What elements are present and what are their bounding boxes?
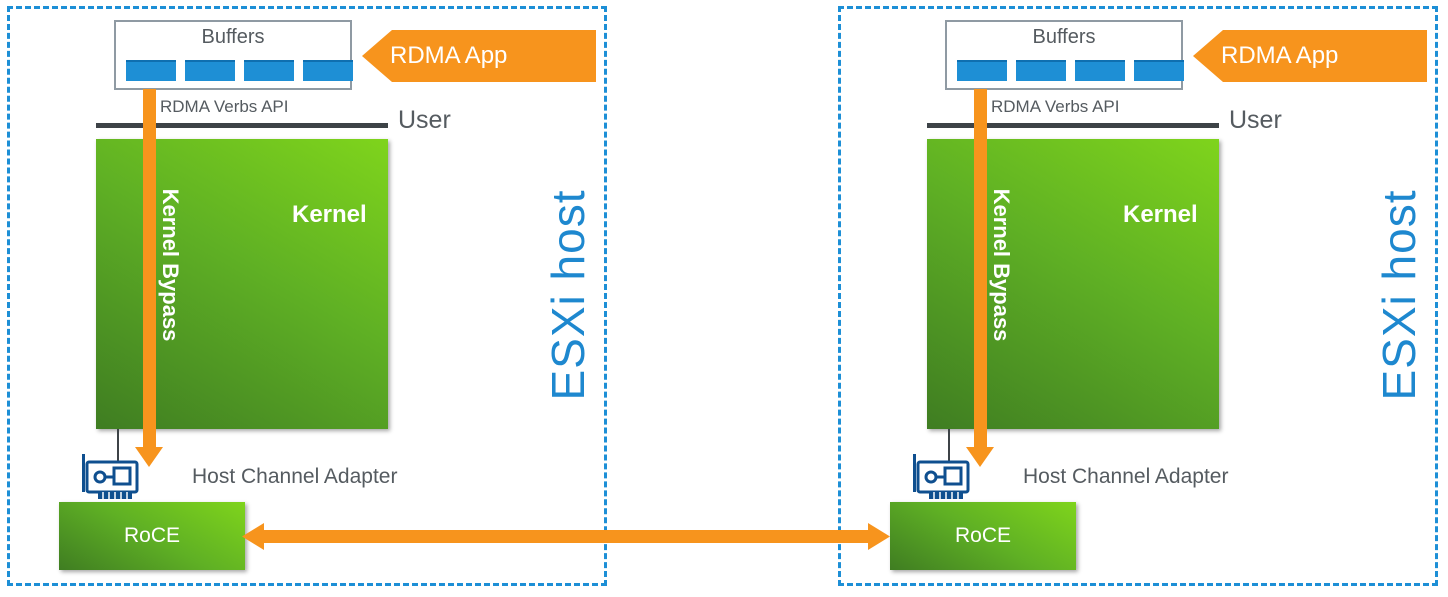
hca-connector-line xyxy=(117,429,119,461)
host-title: ESXi host xyxy=(1373,189,1425,401)
kernel-bypass-label: Kernel Bypass xyxy=(989,188,1014,342)
buffers-box: Buffers xyxy=(945,20,1184,90)
buffers-label: Buffers xyxy=(201,26,265,48)
kernel-bypass-arrow xyxy=(974,89,987,449)
roce-label: RoCE xyxy=(123,524,181,547)
roce-block: RoCE xyxy=(890,502,1076,570)
kernel-label: Kernel xyxy=(292,201,367,228)
rdma-app-tag: RDMA App xyxy=(362,30,596,82)
buffer-slot xyxy=(1016,60,1066,81)
roce-label: RoCE xyxy=(954,524,1012,547)
kernel-bypass-label: Kernel Bypass xyxy=(158,188,183,342)
buffer-slot xyxy=(185,60,235,81)
kernel-bypass-arrow xyxy=(143,89,156,449)
buffer-slot xyxy=(303,60,353,81)
rdma-verbs-api-label: RDMA Verbs API xyxy=(991,97,1120,116)
rdma-verbs-api-label: RDMA Verbs API xyxy=(160,97,289,116)
hca-connector-line xyxy=(948,429,950,461)
user-space-label: User xyxy=(1229,106,1282,134)
esxi-host-panel-2: ESXi host Buffers RDMA App RDMA Verbs AP… xyxy=(838,6,1438,586)
kernel-label: Kernel xyxy=(1123,201,1198,228)
user-space-label: User xyxy=(398,106,451,134)
rdma-app-label: RDMA App xyxy=(1221,42,1339,69)
buffers-box: Buffers xyxy=(114,20,353,90)
buffer-slot xyxy=(1134,60,1184,81)
network-card-icon xyxy=(82,454,139,499)
host-channel-adapter-label: Host Channel Adapter xyxy=(192,465,398,488)
buffer-slot xyxy=(957,60,1007,81)
buffer-slot xyxy=(1075,60,1125,81)
kernel-block: Kernel xyxy=(927,139,1219,429)
rdma-app-label: RDMA App xyxy=(390,42,508,69)
user-kernel-divider xyxy=(96,123,388,128)
buffer-slot xyxy=(244,60,294,81)
user-kernel-divider xyxy=(927,123,1219,128)
host-title: ESXi host xyxy=(542,189,594,401)
esxi-host-panel-1: ESXi host Buffers RDMA App RDMA Verbs AP… xyxy=(7,6,607,586)
rdma-app-tag: RDMA App xyxy=(1193,30,1427,82)
network-card-icon xyxy=(913,454,970,499)
buffer-slot xyxy=(126,60,176,81)
kernel-block: Kernel xyxy=(96,139,388,429)
roce-block: RoCE xyxy=(59,502,245,570)
roce-link-arrow xyxy=(262,530,870,543)
host-channel-adapter-label: Host Channel Adapter xyxy=(1023,465,1229,488)
buffers-label: Buffers xyxy=(1032,26,1096,48)
